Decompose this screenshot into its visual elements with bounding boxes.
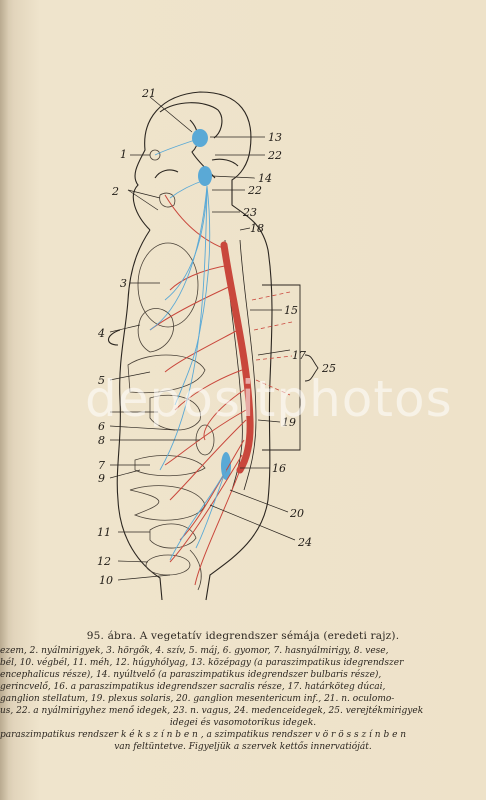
figure-legend: ezem, 2. nyálmirigyek, 3. hörgők, 4. szí…	[0, 645, 486, 753]
body-outline	[107, 91, 273, 601]
legend-line-1: ezem, 2. nyálmirigyek, 3. hörgők, 4. szí…	[0, 646, 389, 656]
label-10: 10	[99, 574, 113, 587]
sacral-parasympathetic	[221, 452, 231, 480]
pancreas-outline	[134, 455, 206, 477]
label-20: 20	[289, 507, 304, 520]
label-6: 6	[98, 420, 105, 433]
heart-outline	[137, 308, 174, 353]
parasympathetic-fibres	[149, 139, 227, 561]
label-2: 2	[111, 185, 119, 198]
autonomic-nervous-system-diagram: 1 2 3 4 5 6 7 8 9 10 11 12 13 14 15 16 1…	[97, 87, 336, 601]
organ-outlines	[127, 149, 215, 591]
legend-line-7: idegei és vasomotorikus idegek.	[169, 718, 317, 728]
label-25: 25	[321, 362, 336, 375]
figure-caption-title: 95. ábra. A vegetatív idegrendszer sémáj…	[86, 630, 400, 642]
medulla-nucleus	[198, 166, 212, 186]
vasomotor-nerves	[251, 291, 293, 396]
legend-line-2: bél, 10. végbél, 11. méh, 12. húgyhólyag…	[0, 658, 404, 668]
midbrain-nucleus	[192, 129, 208, 147]
label-5: 5	[98, 374, 105, 387]
liver-outline	[127, 354, 206, 393]
salivary-gland-outline	[159, 192, 176, 208]
legend-line-6: us, 22. a nyálmirigyhez menő idegek, 23.…	[0, 706, 424, 716]
brace-25	[304, 354, 319, 382]
label-8: 8	[98, 434, 105, 447]
legend-line-3: encephalicus része), 14. nyúltvelő (a pa…	[0, 670, 382, 680]
label-14: 14	[258, 172, 272, 185]
label-17: 17	[292, 349, 306, 362]
bladder-outline	[145, 554, 191, 576]
uterus-outline	[149, 523, 197, 549]
leader-lines	[109, 96, 296, 581]
stomach-outline	[149, 394, 201, 431]
label-7: 7	[98, 459, 105, 472]
legend-line-9: van feltüntetve. Figyeljük a szervek ket…	[114, 742, 372, 752]
label-4: 4	[97, 327, 105, 340]
label-9: 9	[98, 472, 105, 485]
label-22-upper: 22	[267, 149, 282, 162]
lung-outline	[137, 242, 199, 328]
sympathetic-fibres	[149, 194, 247, 586]
legend-line-4: gerincvelő, 16. a paraszimpatikus idegre…	[0, 682, 386, 692]
label-11: 11	[97, 526, 111, 539]
bracket-25	[262, 284, 301, 451]
label-3: 3	[120, 277, 127, 290]
label-1: 1	[120, 148, 127, 161]
diagram-labels: 1 2 3 4 5 6 7 8 9 10 11 12 13 14 15 16 1…	[97, 87, 336, 587]
label-13: 13	[268, 131, 282, 144]
label-16: 16	[272, 462, 286, 475]
label-18: 18	[250, 222, 264, 235]
label-23: 23	[242, 206, 257, 219]
label-12: 12	[97, 555, 111, 568]
legend-line-8: paraszimpatikus rendszer k é k s z í n b…	[0, 730, 407, 740]
page-binding-edge	[0, 0, 8, 800]
label-22-lower: 22	[247, 184, 262, 197]
legend-line-5: ganglion stellatum, 19. plexus solaris, …	[0, 694, 395, 704]
spinal-cord-sympathetic	[220, 241, 254, 474]
label-21: 21	[141, 87, 156, 100]
intestine-outline	[129, 485, 206, 521]
label-15: 15	[284, 304, 298, 317]
label-19: 19	[282, 416, 296, 429]
label-24: 24	[297, 536, 312, 549]
